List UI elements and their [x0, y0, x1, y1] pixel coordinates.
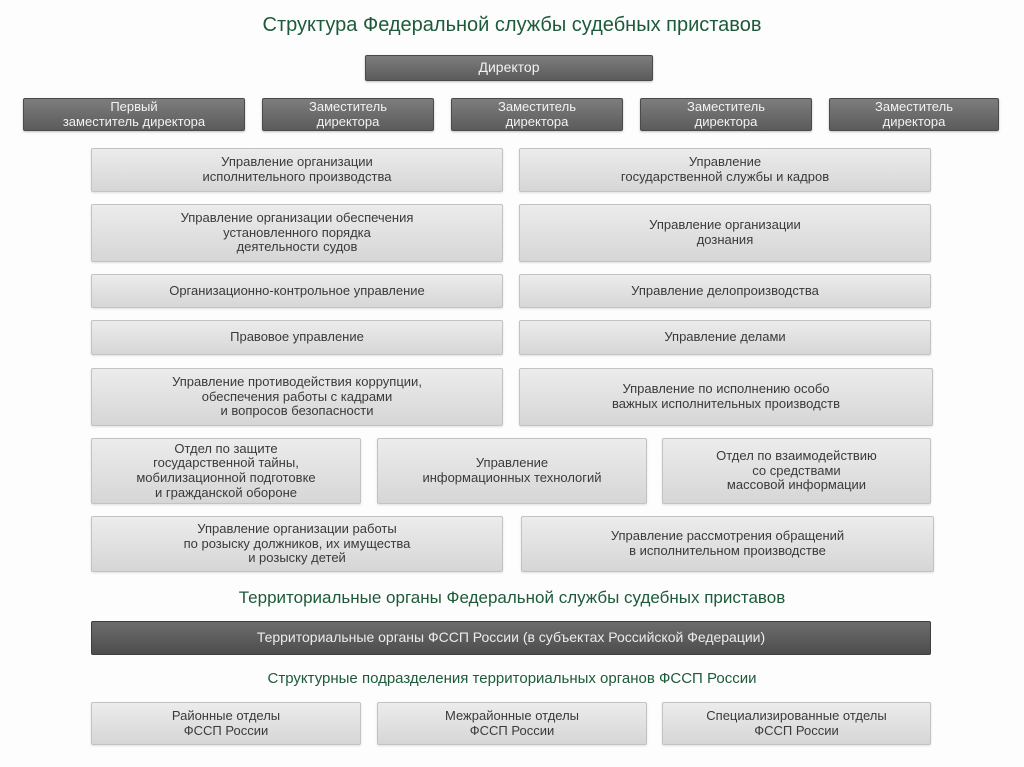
first-deputy-box: Первый заместитель директора	[23, 98, 245, 131]
dept-anti-corruption: Управление противодействия коррупции, об…	[91, 368, 503, 426]
dept-records: Управление делопроизводства	[519, 274, 931, 308]
dept-state-secret: Отдел по защите государственной тайны, м…	[91, 438, 361, 504]
dept-debtor-search: Управление организации работы по розыску…	[91, 516, 503, 572]
dept-appeals: Управление рассмотрения обращений в испо…	[521, 516, 934, 572]
unit-interdistrict: Межрайонные отделы ФССП России	[377, 702, 647, 745]
dept-legal: Правовое управление	[91, 320, 503, 355]
unit-specialized: Специализированные отделы ФССП России	[662, 702, 931, 745]
dept-it: Управление информационных технологий	[377, 438, 647, 504]
deputy-box-3: Заместитель директора	[640, 98, 812, 131]
director-box: Директор	[365, 55, 653, 81]
dept-enforcement-org: Управление организации исполнительного п…	[91, 148, 503, 192]
dept-org-control: Организационно-контрольное управление	[91, 274, 503, 308]
dept-special-enforcement: Управление по исполнению особо важных ис…	[519, 368, 933, 426]
dept-civil-service-hr: Управление государственной службы и кадр…	[519, 148, 931, 192]
dept-media-relations: Отдел по взаимодействию со средствами ма…	[662, 438, 931, 504]
chart-title: Структура Федеральной службы судебных пр…	[262, 14, 762, 36]
unit-district: Районные отделы ФССП России	[91, 702, 361, 745]
deputy-box-1: Заместитель директора	[262, 98, 434, 131]
deputy-box-2: Заместитель директора	[451, 98, 623, 131]
dept-affairs: Управление делами	[519, 320, 931, 355]
structural-heading: Структурные подразделения территориальны…	[267, 670, 757, 687]
dept-inquiry-org: Управление организации дознания	[519, 204, 931, 262]
territorial-body-box: Территориальные органы ФССП России (в су…	[91, 621, 931, 655]
dept-court-order: Управление организации обеспечения устан…	[91, 204, 503, 262]
deputy-box-4: Заместитель директора	[829, 98, 999, 131]
territorial-heading: Территориальные органы Федеральной служб…	[238, 588, 786, 607]
